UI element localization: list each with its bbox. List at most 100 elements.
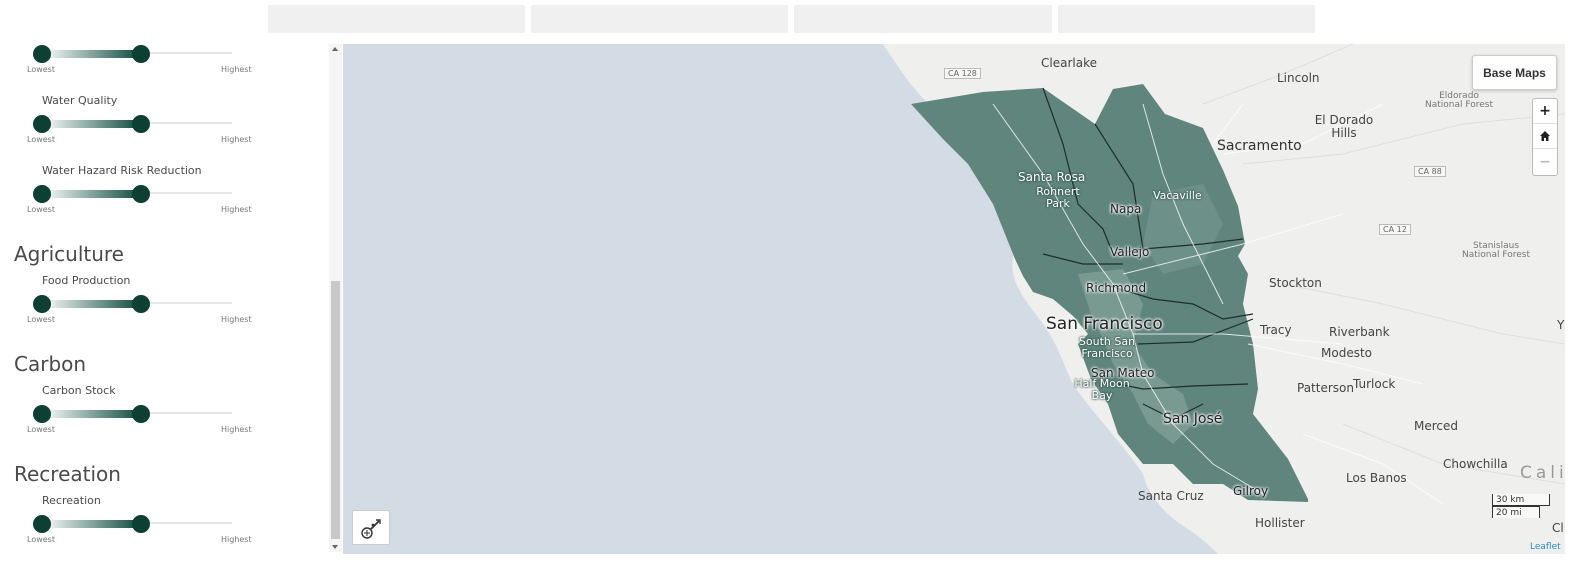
place-label-el-dorado-hills: El Dorado Hills (1314, 113, 1374, 140)
slider-low-label: Lowest (27, 425, 55, 434)
slider-high-handle[interactable] (132, 405, 150, 423)
water-hazard-label: Water Hazard Risk Reduction (42, 164, 202, 177)
agriculture-heading: Agriculture (14, 242, 124, 266)
ocean-area (343, 44, 1218, 554)
carbon-stock-label: Carbon Stock (42, 384, 116, 397)
scrollbar-thumb[interactable] (331, 281, 340, 539)
slider-low-label: Lowest (27, 535, 55, 544)
slider-low-handle[interactable] (33, 115, 51, 133)
slider-low-label: Lowest (27, 315, 55, 324)
slider-fill (42, 120, 141, 128)
base-maps-button[interactable]: Base Maps (1472, 55, 1557, 90)
road-shield-ca12: CA 12 (1379, 224, 1411, 235)
slider-high-handle[interactable] (132, 45, 150, 63)
scroll-down-arrow-icon[interactable] (332, 545, 338, 549)
locate-tool-button[interactable] (352, 510, 390, 545)
slider-low-handle[interactable] (33, 295, 51, 313)
place-label-gilroy: Gilroy (1233, 484, 1269, 498)
slider-fill (42, 520, 141, 528)
zoom-control: + − (1532, 98, 1558, 176)
zoom-out-button[interactable]: − (1539, 153, 1551, 170)
tab-2[interactable] (531, 5, 788, 33)
carbon-heading: Carbon (14, 352, 87, 376)
slider-low-handle[interactable] (33, 515, 51, 533)
slider-low-label: Lowest (27, 205, 55, 214)
place-label-los-banos: Los Banos (1346, 471, 1407, 485)
place-label-rohnert-park: Rohnert Park (1036, 185, 1080, 210)
slider-high-handle[interactable] (132, 115, 150, 133)
first-range-slider[interactable]: Lowest Highest (27, 42, 260, 76)
leaflet-attribution-link[interactable]: Leaflet (1530, 542, 1561, 552)
recreation-heading: Recreation (14, 462, 121, 486)
county-boundaries (1042, 87, 1254, 420)
slider-high-label: Highest (221, 535, 252, 544)
scale-mi: 20 mi (1492, 506, 1540, 518)
place-label-chowchilla: Chowchilla (1443, 457, 1508, 471)
urban-patch (1143, 184, 1223, 274)
water-quality-slider[interactable]: Lowest Highest (27, 112, 260, 146)
water-quality-label: Water Quality (42, 94, 118, 107)
place-label-riverbank: Riverbank (1329, 325, 1390, 339)
urban-patch (1078, 269, 1193, 444)
place-label-santa-cruz: Santa Cruz (1138, 489, 1204, 503)
recreation-slider[interactable]: Lowest Highest (27, 512, 260, 546)
slider-high-handle[interactable] (132, 515, 150, 533)
place-label-stockton: Stockton (1269, 276, 1322, 290)
scale-km: 30 km (1492, 494, 1550, 506)
place-label-santa-rosa: Santa Rosa (1018, 170, 1086, 184)
road-shield-ca88: CA 88 (1414, 166, 1446, 177)
slider-high-label: Highest (221, 65, 252, 74)
map-view[interactable]: Clearlake CA 128 Lincoln Eldorado Nation… (343, 44, 1565, 554)
slider-high-handle[interactable] (132, 185, 150, 203)
slider-high-handle[interactable] (132, 295, 150, 313)
tab-4[interactable] (1058, 5, 1315, 33)
measure-tool-icon (361, 518, 381, 539)
land-roads (1202, 44, 1565, 485)
place-label-eldorado-nf: Eldorado National Forest (1425, 91, 1493, 110)
slider-high-label: Highest (221, 135, 252, 144)
recreation-label: Recreation (42, 494, 101, 507)
home-icon (1540, 131, 1550, 141)
place-label-san-francisco: San Francisco (1046, 314, 1163, 334)
slider-low-label: Lowest (27, 65, 55, 74)
carbon-stock-slider[interactable]: Lowest Highest (27, 402, 260, 436)
place-label-turlock: Turlock (1353, 377, 1396, 391)
slider-fill (42, 410, 141, 418)
home-button[interactable] (1533, 124, 1557, 149)
roads (992, 103, 1444, 505)
place-label-napa: Napa (1110, 202, 1142, 216)
place-label-patterson: Patterson (1297, 381, 1354, 395)
food-production-slider[interactable]: Lowest Highest (27, 292, 260, 326)
tab-1[interactable] (268, 5, 525, 33)
slider-low-handle[interactable] (33, 185, 51, 203)
place-label-calif: Calif (1520, 463, 1565, 483)
place-label-south-sf: South San Francisco (1078, 335, 1136, 360)
slider-low-handle[interactable] (33, 405, 51, 423)
place-label-lincoln: Lincoln (1277, 71, 1320, 85)
place-label-half-moon-bay: Half Moon Bay (1074, 377, 1130, 402)
slider-high-label: Highest (221, 205, 252, 214)
scroll-up-arrow-icon[interactable] (332, 47, 338, 51)
sidebar-scrollbar[interactable] (329, 44, 342, 552)
place-label-modesto: Modesto (1321, 346, 1372, 360)
map-scale: 30 km 20 mi (1492, 494, 1550, 518)
slider-fill (42, 190, 141, 198)
place-label-hollister: Hollister (1255, 516, 1305, 530)
slider-fill (42, 50, 141, 58)
place-label-san-jose: San José (1163, 411, 1223, 427)
slider-high-label: Highest (221, 425, 252, 434)
place-label-vacaville: Vacaville (1153, 189, 1202, 202)
place-label-tracy: Tracy (1260, 323, 1292, 337)
zoom-in-button[interactable]: + (1533, 99, 1557, 124)
place-label-stanislaus-nf: Stanislaus National Forest (1462, 241, 1530, 260)
slider-high-label: Highest (221, 315, 252, 324)
tab-3[interactable] (794, 5, 1052, 33)
slider-low-label: Lowest (27, 135, 55, 144)
road-shield-ca128: CA 128 (944, 68, 981, 79)
place-label-sacramento: Sacramento (1217, 138, 1302, 154)
place-label-richmond: Richmond (1086, 281, 1147, 295)
water-hazard-slider[interactable]: Lowest Highest (27, 182, 260, 216)
place-label-vallejo: Vallejo (1110, 245, 1150, 259)
slider-low-handle[interactable] (33, 45, 51, 63)
place-label-merced: Merced (1414, 419, 1459, 433)
